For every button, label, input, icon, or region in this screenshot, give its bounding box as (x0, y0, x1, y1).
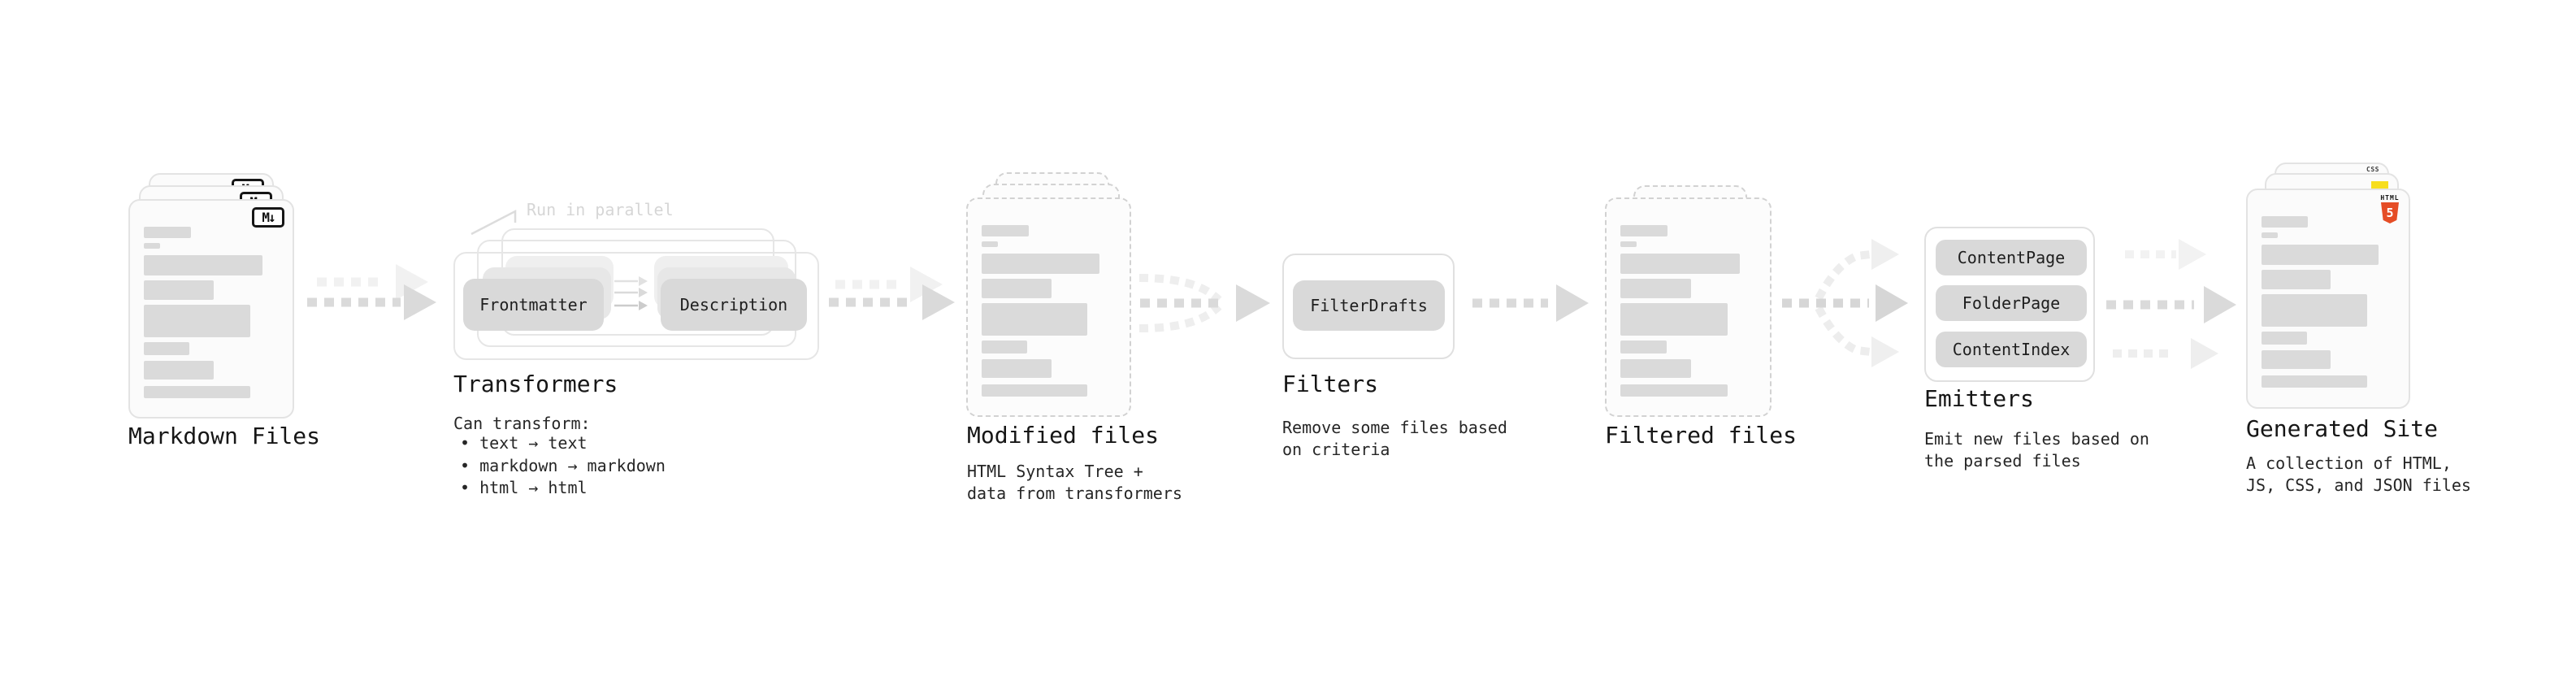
emitters-title: Emitters (1924, 385, 2034, 412)
modified-files-title: Modified files (967, 422, 1160, 449)
js-icon (2371, 181, 2388, 190)
modified-files-caption: HTML Syntax Tree + data from transformer… (967, 462, 1182, 503)
skeleton-line (144, 243, 160, 249)
skeleton-line (982, 384, 1088, 397)
skeleton-line (1620, 225, 1668, 236)
skeleton-line (2262, 294, 2367, 327)
skeleton-line (982, 241, 998, 247)
skeleton-line (144, 255, 263, 275)
skeleton-line (2262, 270, 2331, 289)
flow-arrow-transformers-to-modified (829, 267, 955, 320)
css-icon-word: CSS (2366, 166, 2379, 173)
emitters-caption: Emit new files based on the parsed files (1924, 429, 2149, 471)
transform-bullet: • markdown → markdown (460, 455, 666, 475)
filtered-files-stack (1605, 185, 1772, 417)
file-content-skeleton (982, 225, 1116, 397)
skeleton-line (2262, 245, 2379, 265)
generated-file-card-front: HTML 5 (2246, 189, 2410, 409)
skeleton-line (1620, 241, 1637, 247)
markdown-icon: M↓ (252, 207, 284, 228)
skeleton-line (982, 279, 1052, 298)
filters-panel: FilterDrafts (1282, 254, 1455, 359)
flow-arrow-emitters-to-generated (2106, 239, 2236, 369)
emitter-chip-folderpage: FolderPage (1936, 285, 2087, 321)
transform-bullet: • text → text (460, 433, 588, 453)
skeleton-line (982, 359, 1052, 378)
skeleton-line (144, 227, 192, 238)
skeleton-line (2262, 216, 2309, 228)
skeleton-line (1620, 384, 1728, 397)
generated-site-caption: A collection of HTML, JS, CSS, and JSON … (2246, 453, 2471, 495)
generated-site-stack: CSS HTML 5 (2246, 163, 2410, 409)
modified-files-stack (966, 172, 1131, 417)
skeleton-line (1620, 254, 1740, 274)
markdown-files-stack: M↓ M↓ M↓ (128, 173, 294, 419)
filters-title: Filters (1282, 371, 1379, 397)
filtered-file-card-front (1605, 197, 1772, 417)
flow-arrow-modified-to-filters (1138, 274, 1270, 332)
skeleton-line (2262, 232, 2278, 238)
skeleton-line (144, 305, 251, 337)
skeleton-line (144, 361, 215, 380)
transformer-box-front (453, 252, 819, 360)
skeleton-line (2262, 375, 2367, 388)
transformers-group: Frontmatter Description (453, 228, 819, 360)
skeleton-line (982, 254, 1100, 274)
skeleton-line (144, 280, 215, 300)
markdown-files-title: Markdown Files (128, 423, 321, 449)
modified-file-card-front (966, 197, 1131, 417)
transform-bullet: • html → html (460, 478, 588, 497)
frontmatter-chip: Frontmatter (463, 279, 604, 331)
skeleton-line (982, 340, 1028, 354)
file-content-skeleton (144, 227, 279, 398)
skeleton-line (2262, 350, 2331, 369)
markdown-file-card-front: M↓ (128, 199, 294, 419)
html5-icon-word: HTML (2380, 194, 2400, 202)
transformers-title: Transformers (453, 371, 618, 397)
skeleton-line (982, 303, 1088, 336)
html5-icon-number: 5 (2386, 206, 2394, 220)
skeleton-line (1620, 303, 1728, 336)
filtered-files-title: Filtered files (1605, 422, 1798, 449)
skeleton-line (1620, 340, 1667, 354)
transformers-bullets: • text → text • markdown → markdown • ht… (460, 432, 666, 500)
skeleton-line (1620, 359, 1691, 378)
skeleton-line (144, 386, 251, 398)
emitter-chip-contentpage: ContentPage (1936, 240, 2087, 275)
emitter-chip-contentindex: ContentIndex (1936, 332, 2087, 367)
run-in-parallel-note: Run in parallel (527, 200, 674, 219)
generated-site-title: Generated Site (2246, 415, 2439, 442)
flow-arrow-filters-to-filtered (1472, 284, 1589, 322)
file-content-skeleton (1620, 225, 1756, 397)
skeleton-line (144, 342, 190, 355)
filterdrafts-chip: FilterDrafts (1293, 280, 1445, 331)
flow-arrow-filtered-to-emitters (1782, 239, 1908, 367)
transformers-caption: Can transform: (453, 414, 591, 433)
skeleton-line (1620, 279, 1691, 298)
filters-caption: Remove some files based on criteria (1282, 418, 1507, 459)
html5-icon: HTML 5 (2379, 194, 2400, 223)
file-content-skeleton (2262, 216, 2395, 388)
skeleton-line (982, 225, 1029, 236)
skeleton-line (2262, 332, 2307, 345)
emitters-panel: ContentPage FolderPage ContentIndex (1924, 227, 2095, 382)
html5-icon-shield: 5 (2381, 202, 2399, 223)
description-chip: Description (661, 279, 807, 331)
flow-arrow-markdown-to-transformers (307, 264, 436, 320)
